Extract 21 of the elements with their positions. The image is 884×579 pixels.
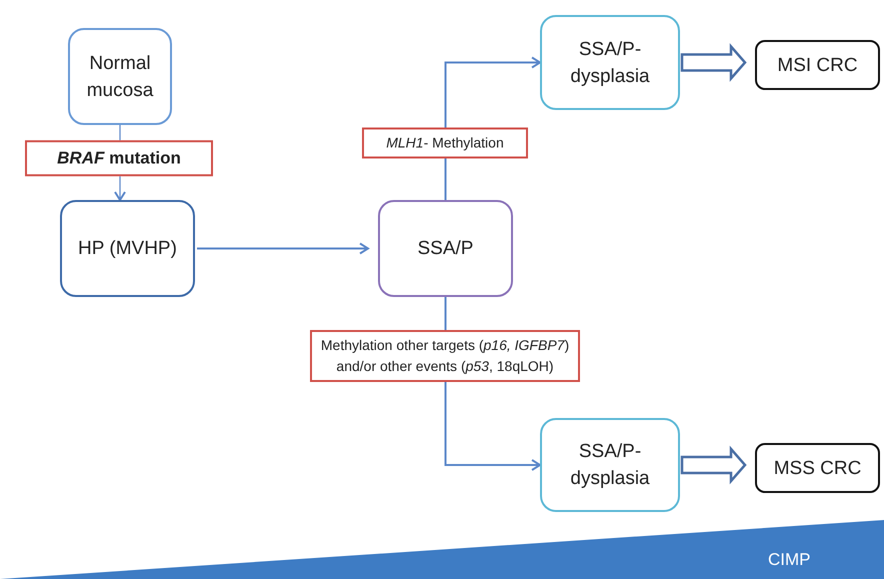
process-box: [755, 443, 880, 493]
process-box: [540, 15, 680, 110]
block-arrow: [680, 446, 747, 484]
node-text: SSA/P- dysplasia: [569, 38, 651, 88]
node-text: MSS CRC: [774, 456, 862, 480]
process-box: [755, 40, 880, 90]
node-text: Normal mucosa: [86, 52, 154, 102]
arrow: [197, 242, 369, 254]
edge-label: MLH1- Methylation: [362, 128, 528, 158]
process-box: [540, 418, 680, 512]
edge-label: BRAF mutation: [25, 140, 213, 176]
process-box: [60, 200, 195, 297]
process-box: [68, 28, 172, 125]
node-text: MSI CRC: [777, 54, 858, 78]
node-text: HP (MVHP): [78, 237, 177, 261]
node-text: SSA/P: [418, 237, 474, 261]
node-text: SSA/P- dysplasia: [569, 440, 651, 491]
block-arrow: [680, 43, 747, 82]
process-box: [378, 200, 513, 297]
band-label: CIMP: [768, 549, 810, 571]
edge-label: Methylation other targets (p16, IGFBP7) and/or other events (p53, 18qLOH): [310, 330, 580, 382]
